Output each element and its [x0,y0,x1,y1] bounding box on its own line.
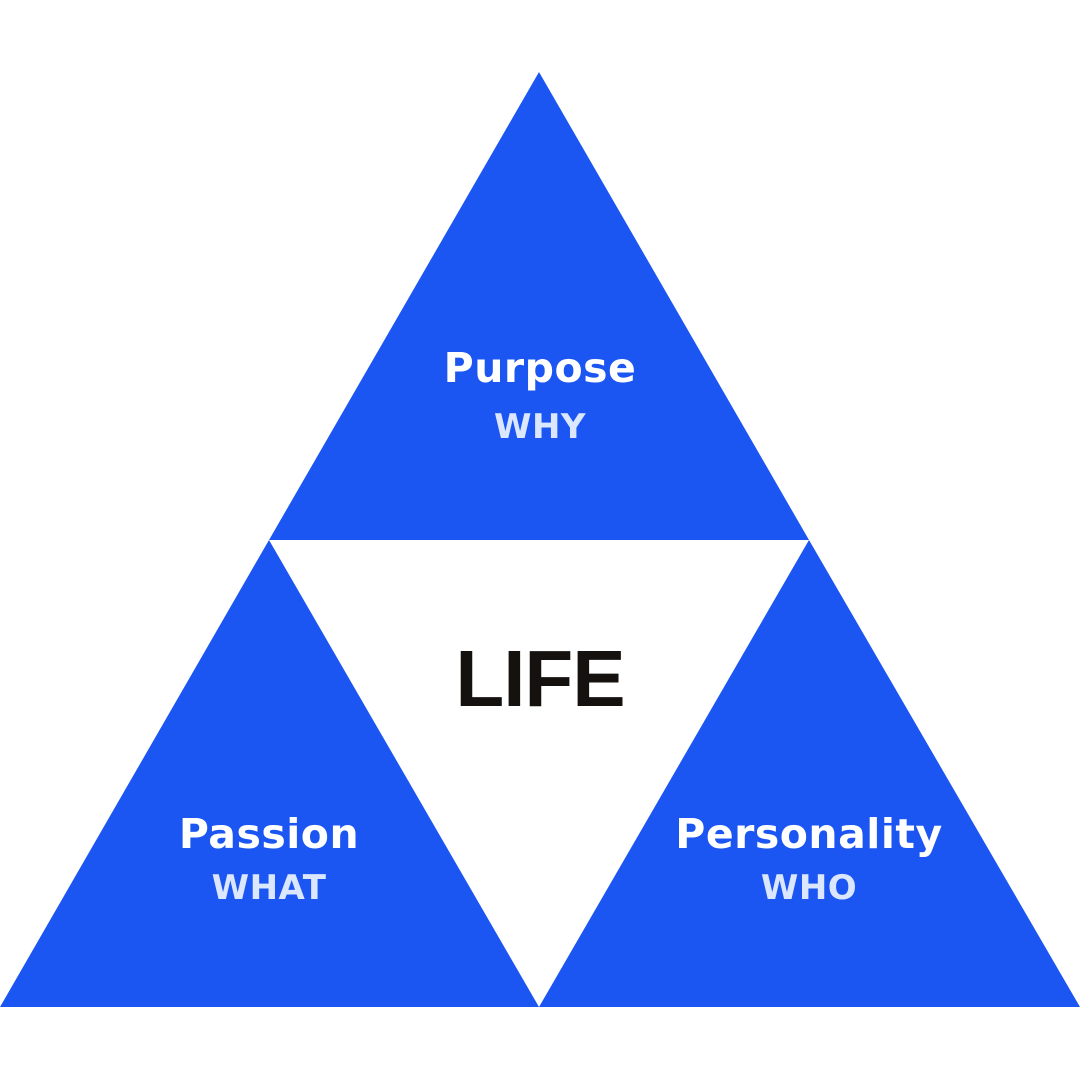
purpose-title: Purpose [443,344,637,392]
triangle-purpose [269,72,809,540]
center-label: LIFE [455,634,625,723]
passion-title: Passion [178,810,360,858]
triangle-personality [539,540,1080,1007]
passion-subtitle: WHAT [211,868,327,908]
personality-title: Personality [675,810,943,858]
purpose-subtitle: WHY [493,407,587,447]
personality-subtitle: WHO [760,868,858,908]
triangle-passion [0,540,539,1007]
